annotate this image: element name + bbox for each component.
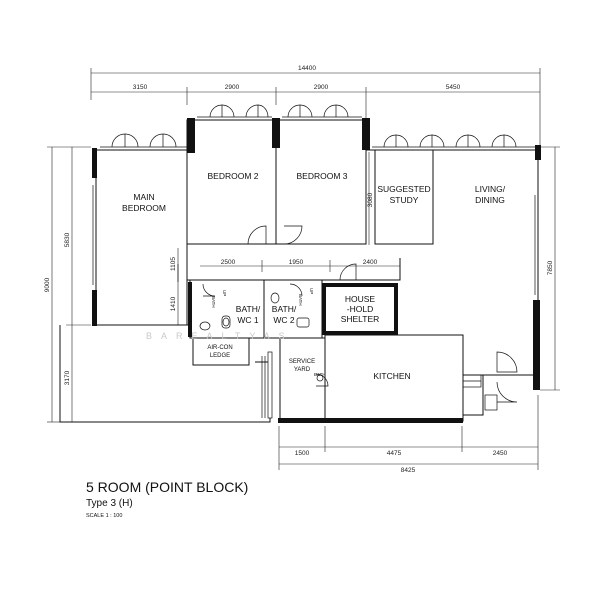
dimension-lines (47, 68, 560, 470)
basin-icon-2 (296, 317, 310, 328)
dim-left-total: 9000 (44, 277, 51, 292)
windows (92, 116, 539, 295)
room-bedroom-3: BEDROOM 3 (296, 171, 347, 181)
dim-top-total: 14400 (298, 65, 316, 72)
dim-top-1: 3150 (133, 84, 148, 91)
up-label-1: UP (222, 290, 227, 296)
dim-bottom-total: 8425 (401, 467, 416, 474)
room-bath1-line2: WC 1 (237, 315, 259, 325)
room-labels: MAIN BEDROOM BEDROOM 2 BEDROOM 3 SUGGEST… (122, 171, 506, 381)
room-study-line1: SUGGESTED (377, 184, 430, 194)
dim-bottom-1: 1500 (295, 450, 310, 457)
room-main-bedroom-line2: BEDROOM (122, 203, 166, 213)
room-aircon-line2: LEDGE (210, 353, 230, 359)
dim-left-lower: 3170 (64, 370, 71, 385)
room-living-line1: LIVING/ (475, 184, 506, 194)
dim-corr-3: 2400 (363, 259, 378, 266)
room-aircon-line1: AIR-CON (207, 345, 232, 351)
room-main-bedroom-line1: MAIN (133, 192, 154, 202)
room-study-line2: STUDY (390, 195, 419, 205)
toilet-icon-2 (270, 292, 280, 304)
room-bath1-line1: BATH/ (236, 304, 261, 314)
room-shelter-line2: -HOLD (347, 304, 373, 314)
dim-top-3: 2900 (314, 84, 329, 91)
dim-left-upper: 5830 (64, 232, 71, 247)
window-swings (111, 104, 517, 148)
fixtures (199, 292, 498, 419)
room-service-line1: SERVICE (289, 359, 315, 365)
dim-study: 3080 (367, 192, 374, 207)
room-bedroom-2: BEDROOM 2 (207, 171, 258, 181)
floor-trap-icon (316, 374, 324, 382)
room-living-line2: DINING (475, 195, 505, 205)
toilet-icon (221, 315, 231, 329)
room-bath2-line2: WC 2 (273, 315, 295, 325)
room-shelter-line3: SHELTER (341, 314, 380, 324)
bath-label-2: BATH (298, 294, 303, 306)
room-service-line2: YARD (294, 367, 311, 373)
watermark-text: BAREALTYAS (146, 331, 294, 341)
dim-bath: 1410 (170, 296, 177, 311)
dim-bottom-3: 2450 (493, 450, 508, 457)
up-label-2: UP (309, 288, 314, 294)
dim-top-4: 5450 (446, 84, 461, 91)
plan-subtitle: Type 3 (H) (86, 498, 133, 509)
bath-label-3: BATH (314, 372, 326, 377)
basin-icon (199, 321, 211, 331)
dim-corr-2: 1950 (289, 259, 304, 266)
room-kitchen: KITCHEN (373, 371, 410, 381)
plan-title: 5 ROOM (POINT BLOCK) (86, 479, 249, 495)
dimension-labels: 14400 3150 2900 2900 5450 5830 9000 3170… (44, 65, 554, 474)
walls (59, 119, 539, 423)
dim-top-2: 2900 (225, 84, 240, 91)
dim-right-total: 7850 (547, 260, 554, 275)
dim-corr-left: 1105 (170, 257, 177, 271)
plan-scale: SCALE 1 : 100 (86, 513, 123, 519)
room-bath2-line1: BATH/ (272, 304, 297, 314)
thick-walls (92, 118, 541, 423)
dim-bottom-2: 4475 (387, 450, 402, 457)
dim-corr-1: 2500 (221, 259, 236, 266)
room-shelter-line1: HOUSE (345, 294, 376, 304)
doors (177, 225, 518, 403)
bath-label-1: BATH (211, 296, 216, 308)
